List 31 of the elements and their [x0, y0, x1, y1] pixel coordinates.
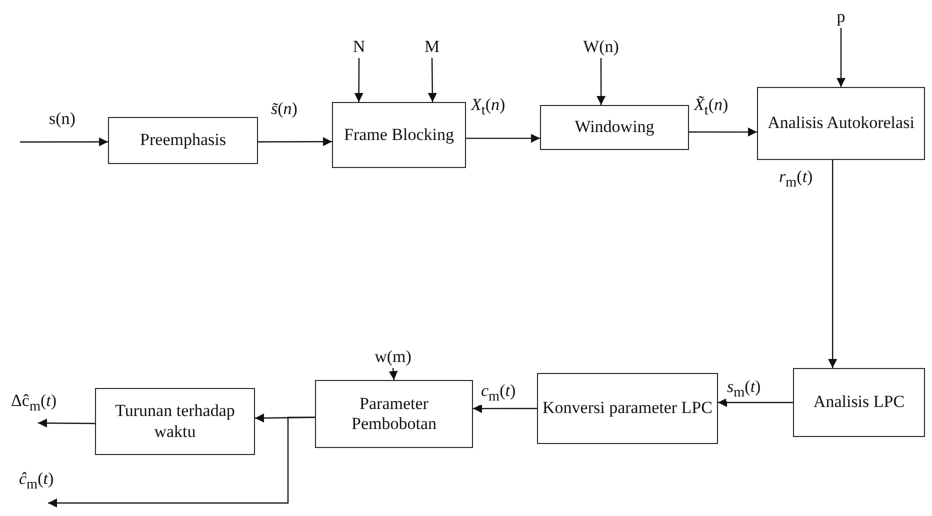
- arrow: [388, 368, 398, 380]
- arrow: [38, 418, 95, 428]
- signal-label: c$_{m}$(t): [480, 382, 517, 405]
- input-label: W(n): [578, 36, 624, 58]
- process-box: Konversi parameter LPC: [537, 373, 718, 444]
- process-box: Analisis LPC: [793, 368, 925, 437]
- process-box: Preemphasis: [108, 117, 258, 164]
- arrow: [20, 137, 108, 146]
- input-label: N: [348, 36, 370, 58]
- arrow: [689, 128, 757, 137]
- process-box: Parameter Pembobotan: [315, 380, 473, 448]
- arrow: [258, 137, 332, 146]
- arrow: [466, 134, 540, 143]
- input-label: w(m): [370, 346, 416, 368]
- arrow: [596, 58, 606, 105]
- process-box: Windowing: [540, 105, 689, 150]
- arrow: [718, 398, 793, 407]
- signal-label: s$_{m}$(t): [726, 378, 762, 401]
- arrow: [828, 160, 838, 368]
- arrow: [354, 58, 364, 102]
- input-label: p: [832, 6, 850, 28]
- process-box: Analisis Autokorelasi: [757, 87, 925, 160]
- arrow: [48, 416, 315, 508]
- process-box: Turunan terhadap waktu: [95, 388, 255, 455]
- signal-label: s(n): [48, 110, 76, 129]
- input-label: M: [420, 36, 444, 58]
- process-box: Frame Blocking: [332, 102, 466, 168]
- arrow: [473, 404, 537, 414]
- signal-label: s̃(n): [270, 100, 298, 119]
- arrow: [428, 58, 437, 102]
- arrow: [836, 28, 846, 87]
